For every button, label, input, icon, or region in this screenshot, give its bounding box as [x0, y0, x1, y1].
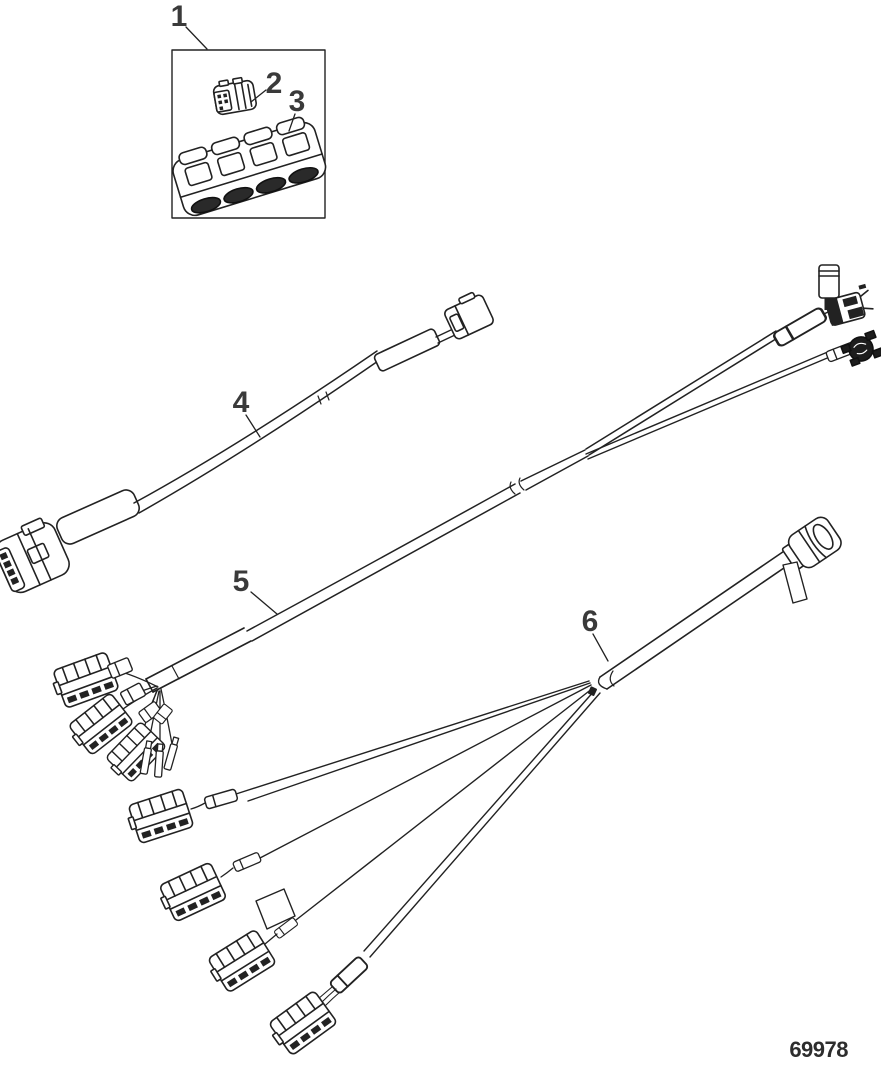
callout-1-label: 1: [171, 0, 188, 33]
part-4-cable: [133, 350, 378, 504]
callout-2-label: 2: [266, 67, 283, 100]
part-6-end-connector: [781, 516, 842, 571]
callout-2: 2: [250, 67, 283, 103]
callout-4: 4: [233, 386, 261, 438]
part-5-lower-connector: [840, 329, 881, 367]
part-6-branch-1-connector: [123, 787, 195, 846]
callout-5-label: 5: [233, 565, 250, 598]
part-5-harness: [48, 264, 881, 786]
callout-3-label: 3: [289, 85, 306, 118]
part-6-branch-4-connector: [264, 989, 339, 1059]
part-4-boot: [56, 489, 140, 545]
drawing-number: 69978: [789, 1037, 848, 1062]
part-6-branch-3-connector: [203, 928, 278, 996]
callout-4-label: 4: [233, 386, 250, 419]
part-4-left-connector: [0, 517, 70, 594]
part-5-upper-connector: [825, 283, 874, 326]
part-4-right-connector: [444, 291, 494, 340]
callout-6: 6: [582, 605, 609, 662]
part-6-branch-3: [203, 888, 299, 996]
callout-3: 3: [288, 85, 306, 132]
callout-5: 5: [233, 565, 278, 615]
callout-6-label: 6: [582, 605, 599, 638]
part-4-cable-assembly: [0, 291, 494, 594]
part-2-connector: [212, 76, 257, 116]
part-6-tag: [255, 888, 296, 930]
part-6-branch-2-connector: [154, 861, 228, 925]
callout-1: 1: [171, 0, 208, 50]
part-5-cluster-connector-d: [106, 656, 134, 680]
part-6-branch-2: [154, 851, 263, 925]
part-5-branch-lower: [585, 329, 881, 460]
part-6-main-cable: [587, 544, 801, 696]
part-6-harness: [123, 516, 842, 1059]
part-4-sleeve: [373, 328, 441, 372]
part-6-branch-4: [264, 954, 370, 1059]
part-6-branch-1: [123, 787, 239, 846]
part-5-main-cable: [145, 449, 589, 693]
part-5-branch-upper: [585, 264, 874, 456]
part-5-cluster-connector-e: [119, 681, 147, 707]
part-6-strap: [782, 561, 808, 604]
